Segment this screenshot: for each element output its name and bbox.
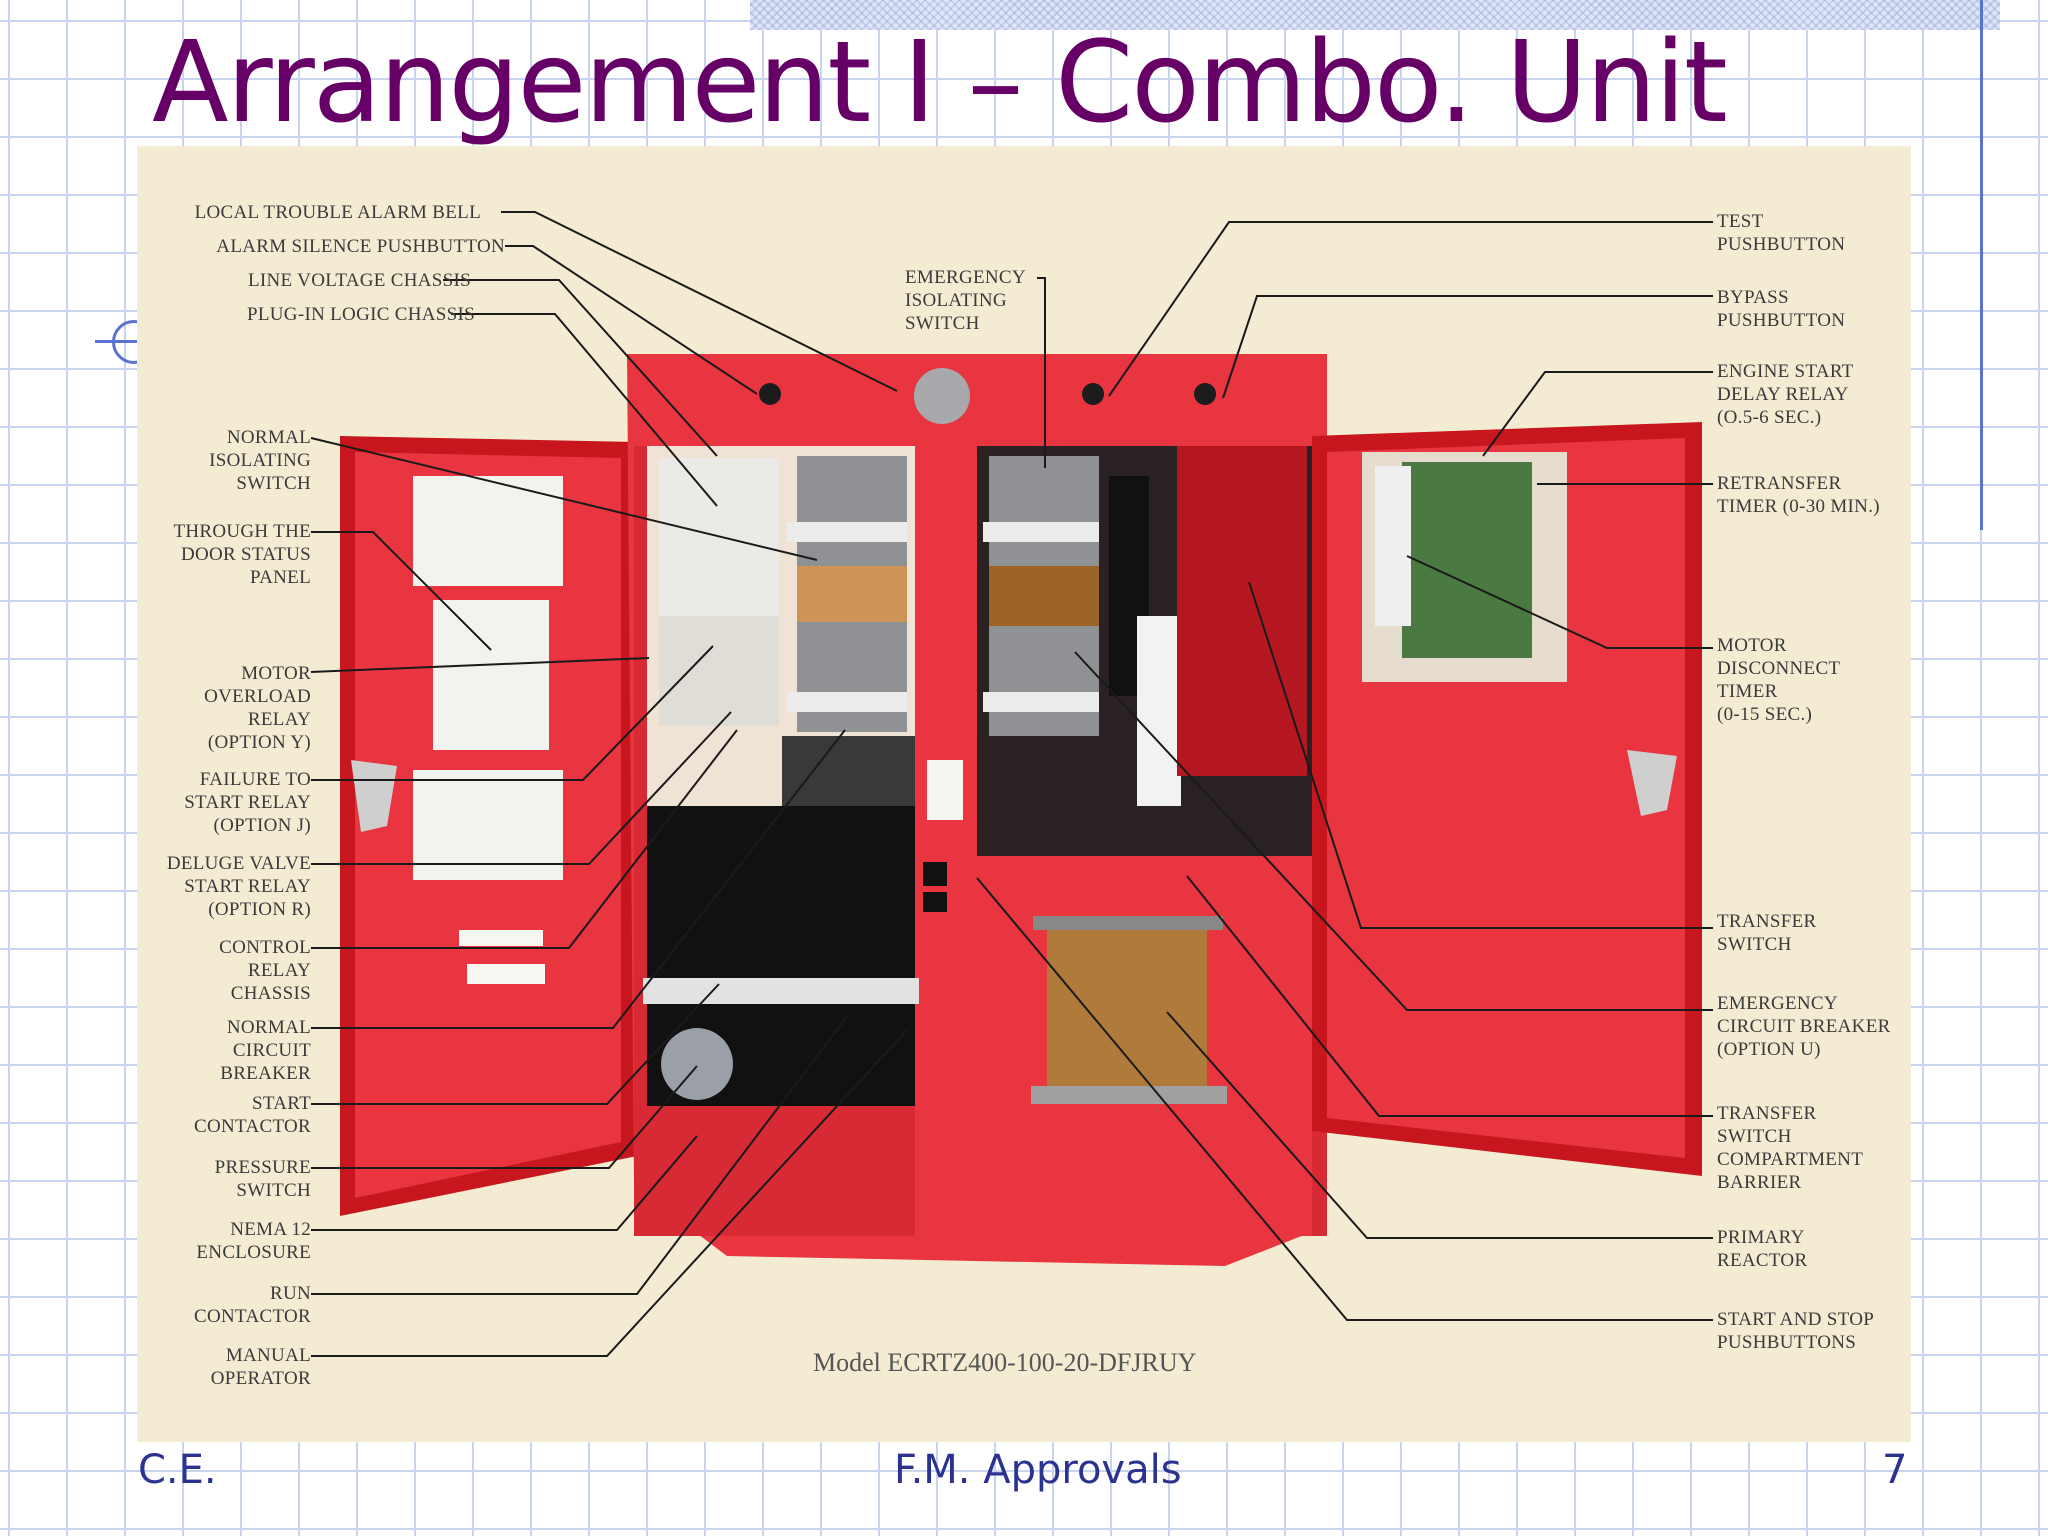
- label-line-voltage-chassis: LINE VOLTAGE CHASSIS: [248, 270, 471, 291]
- right-door: [1312, 422, 1702, 1176]
- controller-photo-diagram: LOCAL TROUBLE ALARM BELL ALARM SILENCE P…: [137, 146, 1911, 1442]
- page-number: 7: [1882, 1447, 1908, 1493]
- controller-illustration: [310, 211, 1713, 1357]
- footer-left: C.E.: [138, 1447, 217, 1493]
- main-enclosure: [627, 354, 1327, 1266]
- decorative-vertical-rule: [1980, 0, 1983, 530]
- model-caption: Model ECRTZ400-100-20-DFJRUY: [813, 1348, 1197, 1377]
- label-local-trouble-alarm-bell: LOCAL TROUBLE ALARM BELL: [194, 202, 481, 223]
- label-plug-in-logic-chassis: PLUG-IN LOGIC CHASSIS: [247, 304, 475, 325]
- slide-title: Arrangement I – Combo. Unit: [152, 18, 1728, 148]
- footer-center: F.M. Approvals: [894, 1447, 1182, 1493]
- decorative-header-band: [750, 0, 2000, 30]
- leader-lines: [310, 211, 1713, 1357]
- left-door: [340, 436, 637, 1216]
- label-alarm-silence-pushbutton: ALARM SILENCE PUSHBUTTON: [216, 236, 505, 257]
